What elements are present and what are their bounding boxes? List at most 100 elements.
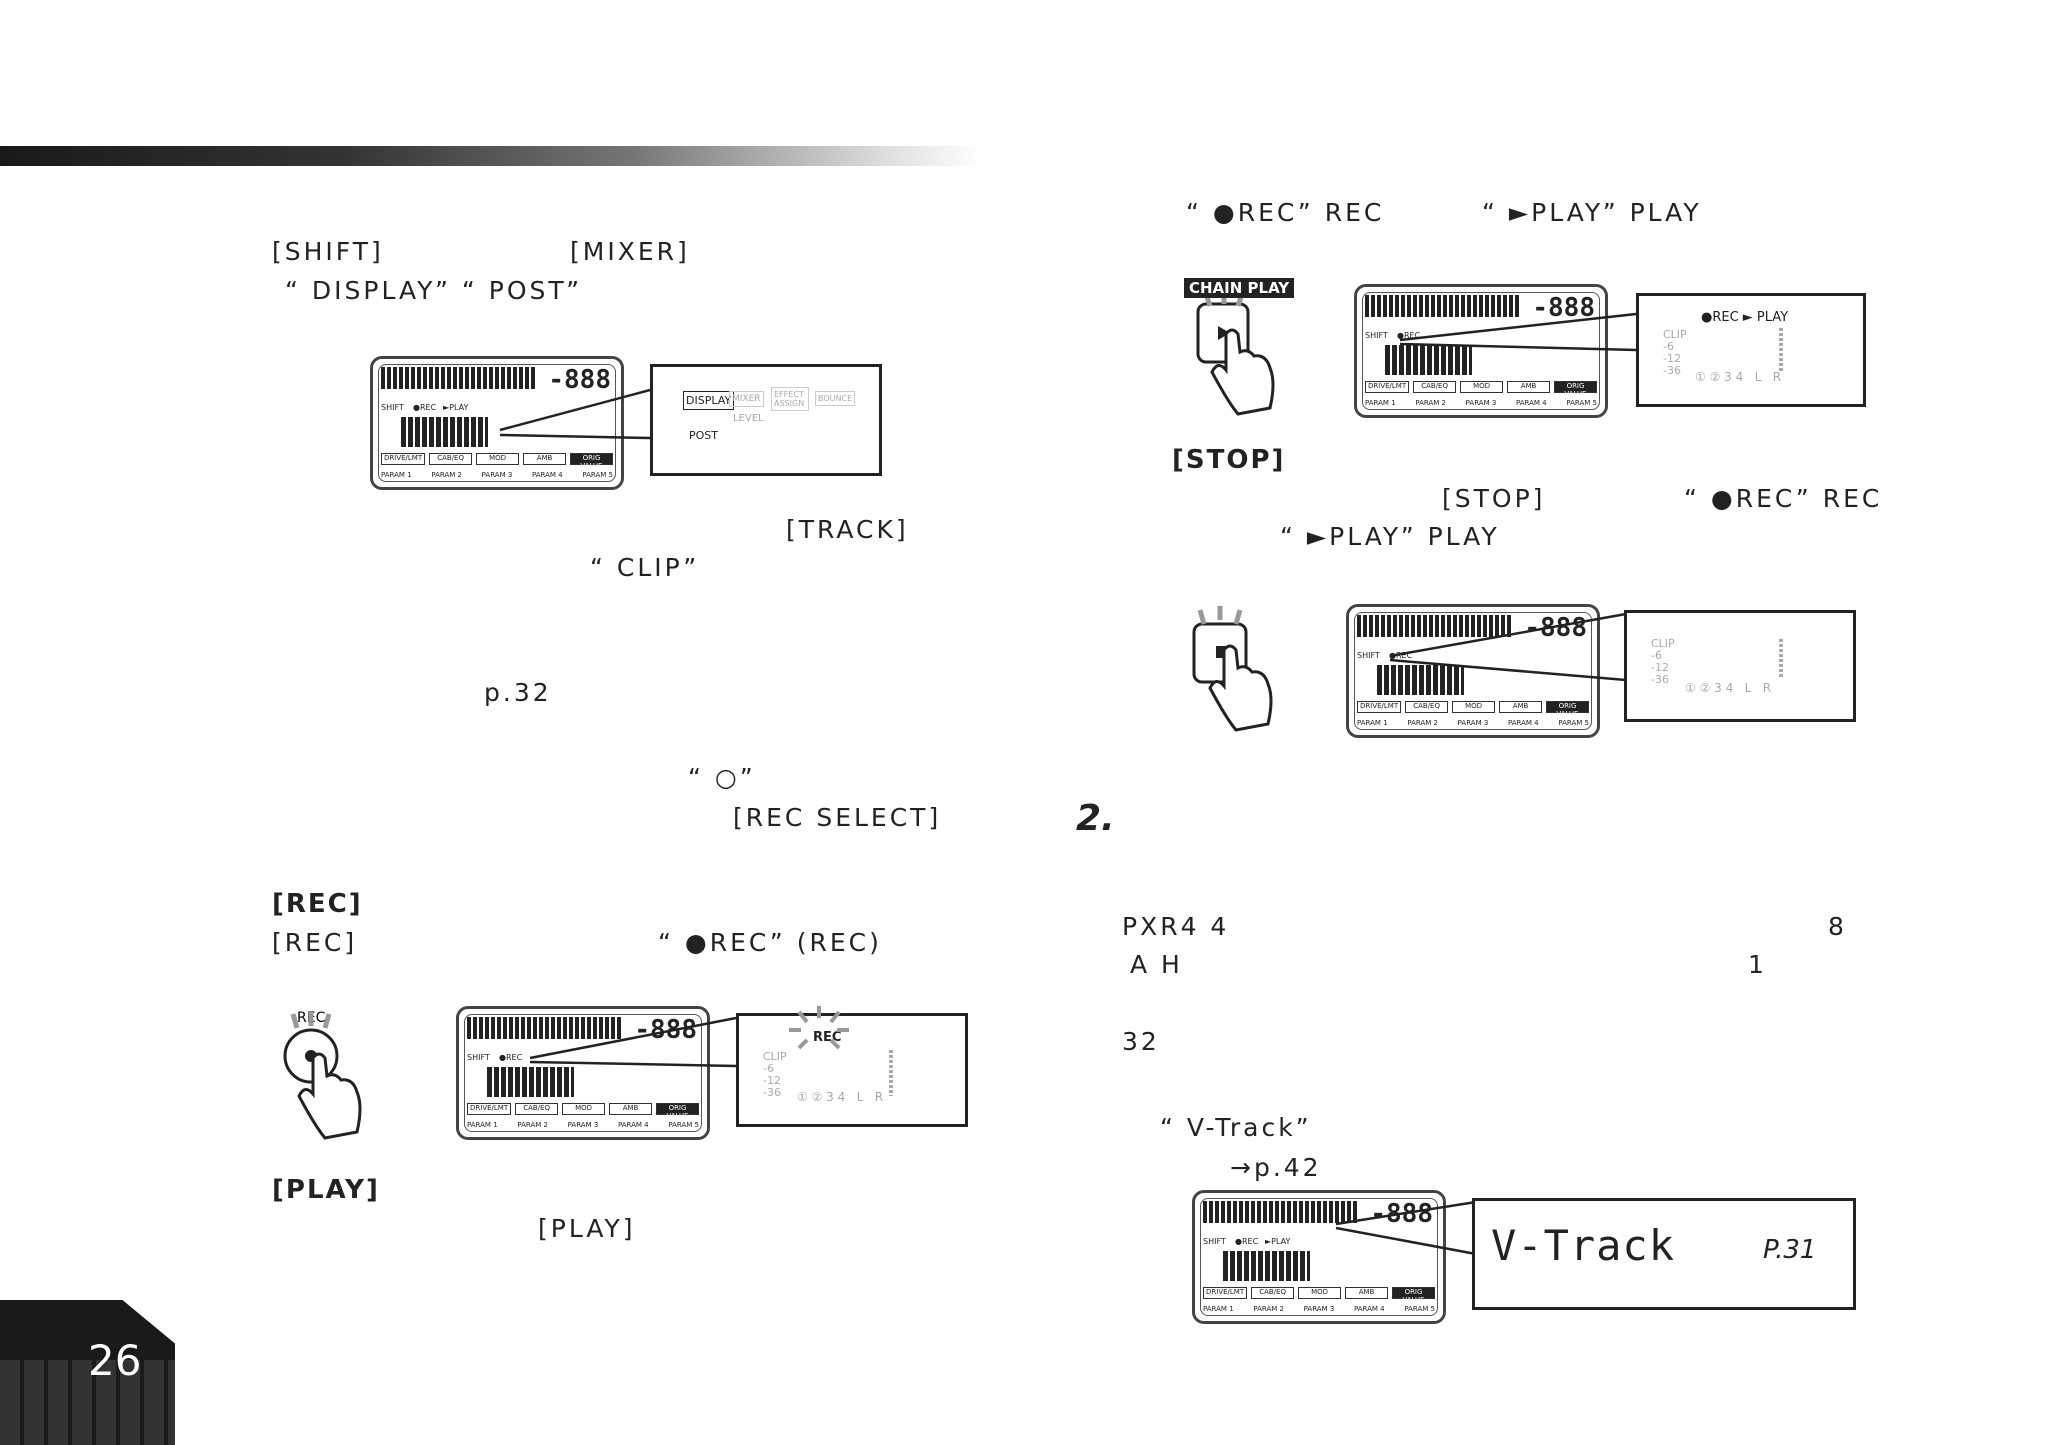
- lcd-display: -888 SHIFT ●REC DRIVE/LMT CAB/EQ MOD AMB…: [1346, 604, 1600, 738]
- lcd-param-4: PARAM 4: [531, 471, 563, 479]
- lcd-param-2: PARAM 2: [517, 1121, 548, 1129]
- callout-level-36: -36: [763, 1086, 781, 1099]
- callout-lines: [499, 388, 651, 440]
- lcd-buttons: DRIVE/LMT CAB/EQ MOD AMB ORIG VALUE: [381, 453, 613, 470]
- lcd-param-4: PARAM 4: [1515, 399, 1547, 407]
- lcd-display: -888 SHIFT ●REC DRIVE/LMT CAB/EQ MOD AMB…: [456, 1006, 710, 1140]
- callout-mixer: MIXER: [729, 391, 764, 407]
- lcd-btn-mod: MOD: [562, 1103, 606, 1115]
- lcd-segments: [1357, 615, 1511, 637]
- callout-tracks: ① ② 3 4 L R: [1695, 370, 1782, 384]
- lcd-param-5: PARAM 5: [582, 471, 613, 479]
- hand-press-stop-icon: [1192, 606, 1273, 732]
- text-stop-rec: “ ●REC” REC: [1684, 484, 1883, 513]
- text-pref32: p.32: [484, 678, 552, 707]
- lcd-btn-orig: ORIG VALUE: [1392, 1287, 1435, 1304]
- text-32: 32: [1122, 1027, 1160, 1056]
- text-pxr: PXR4 4: [1122, 912, 1230, 941]
- section-number: 2.: [1076, 798, 1115, 839]
- lcd-param-1: PARAM 1: [1357, 719, 1388, 727]
- lcd-rec: ●REC: [1235, 1237, 1259, 1246]
- callout-display: DISPLAY: [683, 391, 735, 410]
- lcd-shift: SHIFT: [467, 1053, 490, 1062]
- lcd-btn-drive: DRIVE/LMT: [1357, 701, 1402, 713]
- lcd-param-1: PARAM 1: [381, 471, 412, 479]
- text-shift: [SHIFT]: [272, 237, 384, 266]
- lcd-param-3: PARAM 3: [1303, 1305, 1335, 1313]
- lcd-btn-cab: CAB/EQ: [1413, 381, 1457, 393]
- lcd-btn-drive: DRIVE/LMT: [467, 1103, 512, 1115]
- lcd-btn-mod: MOD: [476, 453, 520, 465]
- lcd-rec: ●REC: [499, 1053, 523, 1062]
- lcd-buttons: DRIVE/LMT CAB/EQ MOD AMB ORIG VALUE: [1357, 701, 1589, 718]
- lcd-btn-amb: AMB: [523, 453, 567, 465]
- text-ah: A H: [1130, 950, 1183, 979]
- lcd-param-3: PARAM 3: [1465, 399, 1497, 407]
- lcd-btn-orig: ORIG VALUE: [656, 1103, 699, 1120]
- lcd-param-2: PARAM 2: [431, 471, 462, 479]
- lcd-param-2: PARAM 2: [1407, 719, 1438, 727]
- text-track: [TRACK]: [786, 515, 909, 544]
- callout-level-6: -6: [763, 1062, 774, 1075]
- callout-clip: CLIP: [1663, 328, 1687, 341]
- lcd-param-4: PARAM 4: [1507, 719, 1539, 727]
- callout-rec: REC CLIP -6 -12 -36 ① ② 3 4 L R: [736, 1006, 968, 1127]
- lcd-meter: [1377, 665, 1464, 695]
- lcd-rec: ●REC: [413, 403, 437, 412]
- callout-lines: [1389, 612, 1627, 682]
- lcd-params: PARAM 1 PARAM 2 PARAM 3 PARAM 4 PARAM 5: [1357, 719, 1589, 729]
- lcd-rec: ●REC: [1397, 331, 1421, 340]
- text-circle: “ ○”: [688, 763, 756, 792]
- callout-rec-play: ●REC ► PLAY CLIP -6 -12 -36 ① ② 3 4 L R: [1636, 293, 1866, 407]
- lcd-params: PARAM 1 PARAM 2 PARAM 3 PARAM 4 PARAM 5: [1365, 399, 1597, 409]
- lcd-btn-drive: DRIVE/LMT: [1365, 381, 1410, 393]
- lcd-btn-cab: CAB/EQ: [429, 453, 473, 465]
- callout-clip: CLIP: [763, 1050, 787, 1063]
- callout-rec-play-label: ●REC ► PLAY: [1701, 310, 1789, 325]
- callout-level-6: -6: [1663, 340, 1674, 353]
- callout-effect-assign: EFFECT ASSIGN: [771, 387, 809, 411]
- hand-press-rec-icon: REC: [283, 1010, 362, 1140]
- lcd-btn-orig: ORIG VALUE: [570, 453, 613, 470]
- lcd-param-4: PARAM 4: [1353, 1305, 1385, 1313]
- callout-tracks: ① ② 3 4 L R: [1685, 681, 1772, 695]
- callout-level-6: -6: [1651, 649, 1662, 662]
- callout-meter: [1779, 328, 1783, 372]
- callout-level-36: -36: [1651, 673, 1669, 686]
- text-stop-play: “ ►PLAY” PLAY: [1280, 522, 1500, 551]
- lcd-param-3: PARAM 3: [481, 471, 513, 479]
- lcd-shift: SHIFT: [1203, 1237, 1226, 1246]
- lcd-segments: [1203, 1201, 1357, 1223]
- text-rec-indicator-r: “ ●REC” REC: [1186, 198, 1385, 227]
- lcd-btn-amb: AMB: [1507, 381, 1551, 393]
- lcd-frame: [1362, 292, 1600, 410]
- callout-vtrack: V-Track P.31: [1472, 1198, 1856, 1310]
- lcd-btn-mod: MOD: [1298, 1287, 1342, 1299]
- text-clip: “ CLIP”: [590, 553, 700, 582]
- text-rec-indicator: “ ●REC” (REC): [658, 928, 882, 957]
- text-one: 1: [1748, 950, 1767, 979]
- callout-meter: [1779, 639, 1783, 679]
- text-vtrack: “ V-Track”: [1160, 1113, 1312, 1142]
- callout-level-36: -36: [1663, 364, 1681, 377]
- chain-play-label: CHAIN PLAY: [1184, 278, 1295, 298]
- callout-level: LEVEL: [733, 413, 764, 424]
- lcd-param-3: PARAM 3: [567, 1121, 599, 1129]
- lcd-frame: [1200, 1198, 1438, 1316]
- lcd-btn-orig: ORIG VALUE: [1546, 701, 1589, 718]
- lcd-meter: [401, 417, 488, 447]
- lcd-btn-drive: DRIVE/LMT: [381, 453, 426, 465]
- callout-display-post: DISPLAY MIXER EFFECT ASSIGN BOUNCE LEVEL…: [650, 364, 882, 476]
- callout-lines: [1399, 312, 1637, 352]
- lcd-display: -888 SHIFT ●REC ►PLAY DRIVE/LMT CAB/EQ M…: [370, 356, 624, 490]
- callout-clip: CLIP: [1651, 637, 1675, 650]
- lcd-rec: ●REC: [1389, 651, 1413, 660]
- lcd-param-2: PARAM 2: [1253, 1305, 1284, 1313]
- text-play-indicator-r: “ ►PLAY” PLAY: [1482, 198, 1702, 227]
- lcd-meter: [1385, 345, 1472, 375]
- lcd-buttons: DRIVE/LMT CAB/EQ MOD AMB ORIG VALUE: [467, 1103, 699, 1120]
- hand-press-play-icon: [1196, 298, 1275, 416]
- lcd-params: PARAM 1 PARAM 2 PARAM 3 PARAM 4 PARAM 5: [467, 1121, 699, 1131]
- lcd-btn-cab: CAB/EQ: [515, 1103, 559, 1115]
- callout-stop: CLIP -6 -12 -36 ① ② 3 4 L R: [1624, 610, 1856, 722]
